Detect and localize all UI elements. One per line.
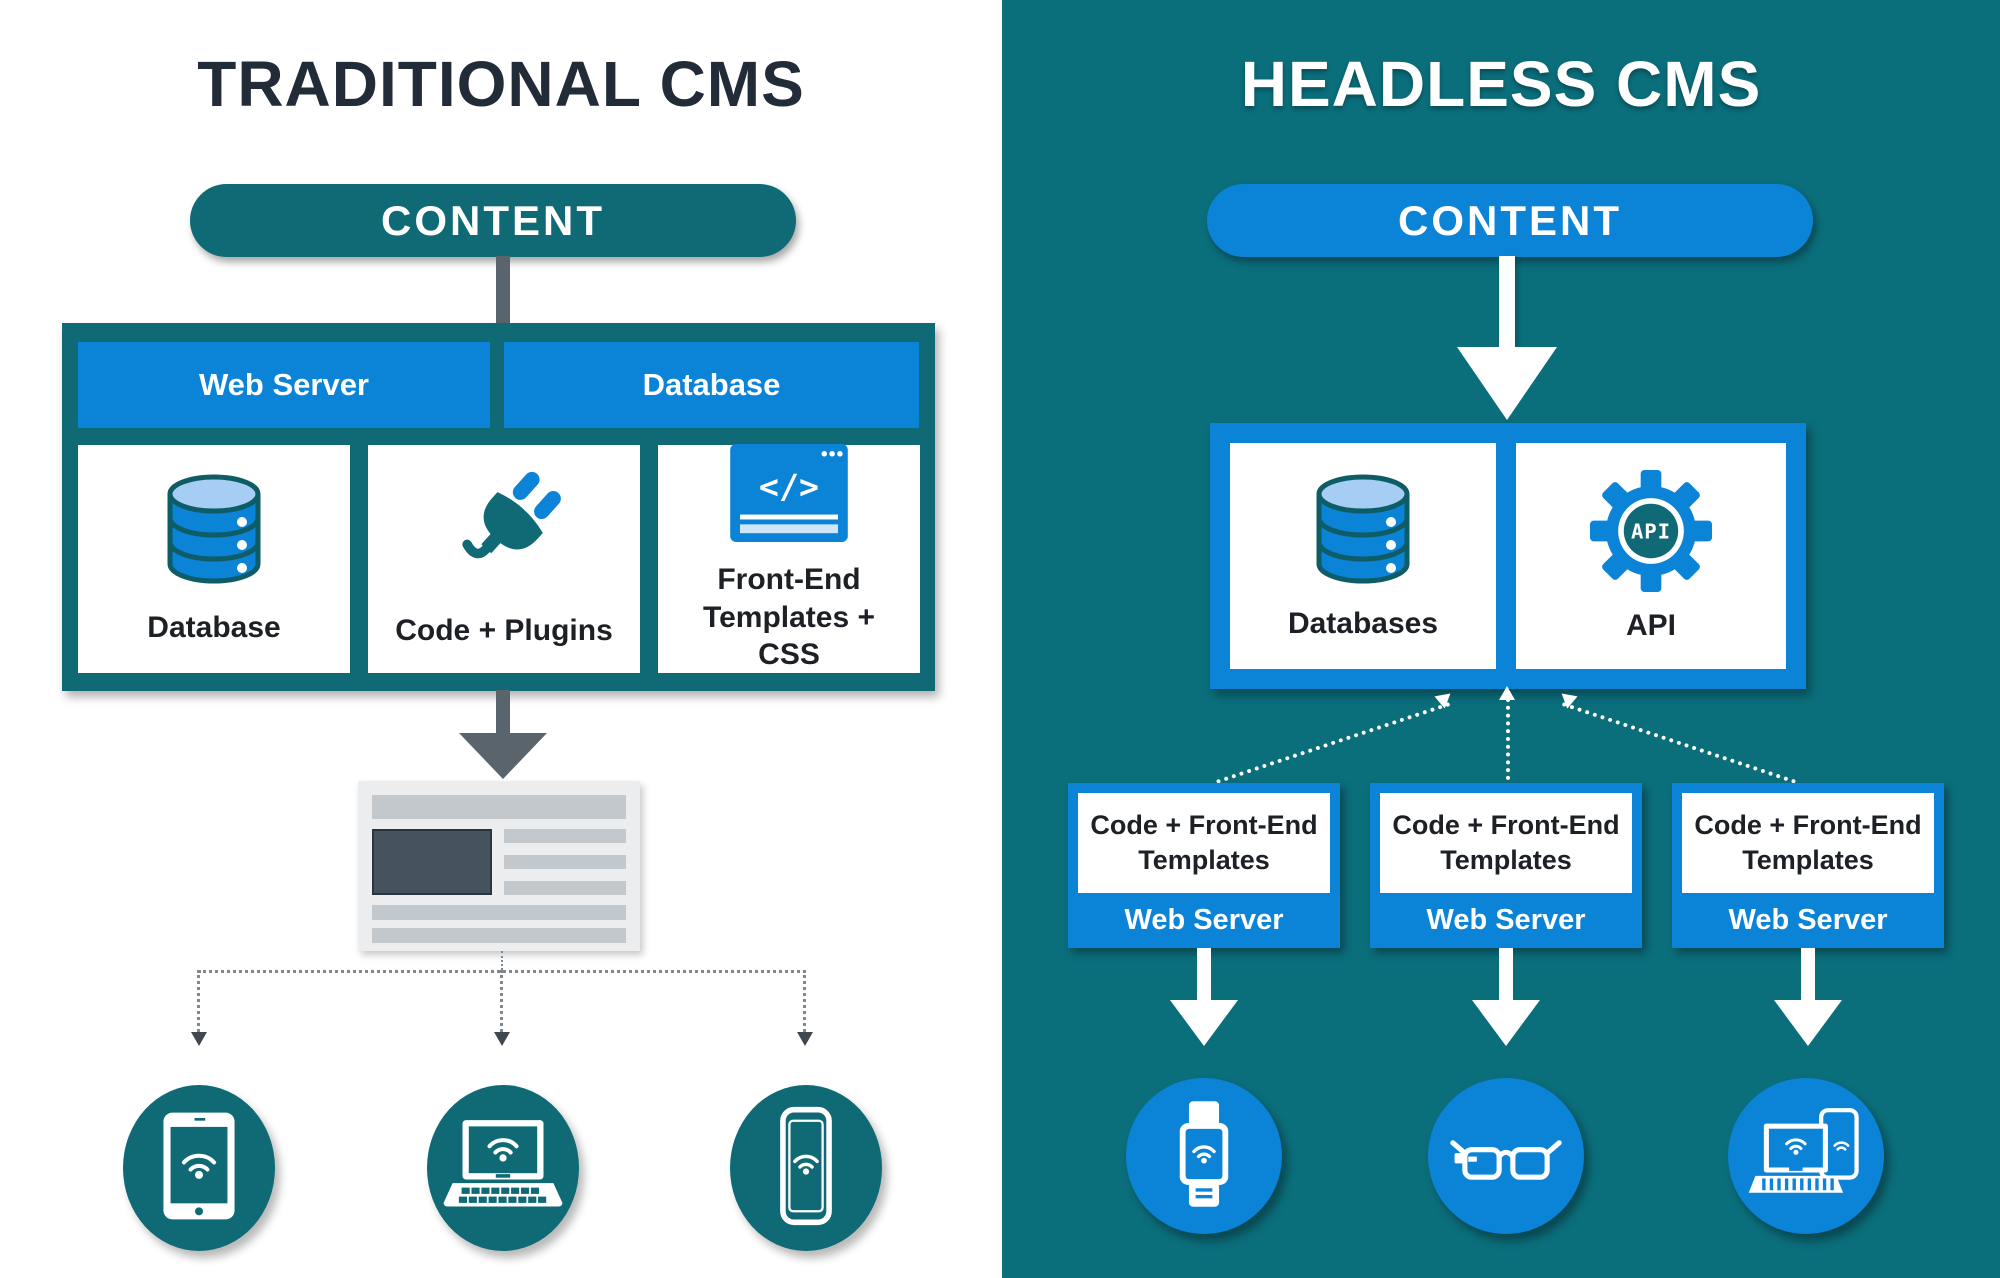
server-footer-label-2: Web Server [1426,904,1586,936]
traditional-stack: Web Server Database Database [62,323,935,691]
device-smart-glasses-bubble [1428,1078,1584,1234]
branch-drop-left [197,970,200,1032]
web-server-header-label: Web Server [198,367,369,402]
server-templates-label-3: Code + Front-End Templates [1694,809,1922,875]
headless-content-pill: CONTENT [1207,184,1813,257]
web-server-box-3: Code + Front-End Templates Web Server [1672,783,1944,948]
server-device-arrow-head-1 [1170,1000,1238,1046]
database-card: Database [78,445,350,673]
server-templates-area-1: Code + Front-End Templates [1078,793,1330,893]
plug-icon [442,469,566,598]
traditional-cms-title: TRADITIONAL CMS [197,48,805,120]
smartwatch-icon [1158,1098,1250,1215]
server-footer-label-3: Web Server [1728,904,1888,936]
device-smartwatch-bubble [1126,1078,1282,1234]
code-window-icon: </> [730,444,848,547]
device-tablet-bubble [123,1085,275,1251]
server-device-arrow-head-2 [1472,1000,1540,1046]
smart-glasses-icon [1446,1115,1566,1198]
server-footer-2: Web Server [1370,893,1642,948]
laptop-phone-icon [1747,1103,1865,1210]
smartphone-icon [773,1106,839,1231]
server-device-arrow-shaft-3 [1801,948,1815,1000]
branch-arrowhead-left [191,1032,207,1046]
database-header-label: Database [642,367,781,402]
api-link-center [1506,698,1510,780]
device-smartphone-bubble [730,1085,882,1251]
database-icon [161,472,267,595]
device-laptop-phone-bubble [1728,1078,1884,1234]
content-to-stack-connector [496,256,510,324]
traditional-content-pill: CONTENT [190,184,796,257]
frontend-templates-card-label: Front-End Templates + CSS [702,563,876,672]
api-gear-icon: API [1590,469,1712,597]
server-footer-label-1: Web Server [1124,904,1284,936]
code-plugins-card: Code + Plugins [368,445,640,673]
server-device-arrow-shaft-2 [1499,948,1513,1000]
server-templates-label-1: Code + Front-End Templates [1090,809,1318,875]
frontend-templates-card: </> Front-End Templates + CSS [658,444,920,673]
database-header: Database [504,342,919,428]
server-device-arrow-head-3 [1774,1000,1842,1046]
tablet-icon [159,1110,239,1227]
server-templates-area-2: Code + Front-End Templates [1380,793,1632,893]
stack-to-page-arrow-head [459,733,547,779]
database-card-label: Database [147,610,281,644]
branch-arrowhead-center [494,1032,510,1046]
databases-icon [1310,472,1416,595]
stack-to-page-arrow-shaft [496,690,510,734]
content-to-api-arrow-shaft [1499,256,1515,348]
api-link-center-arrowhead [1499,686,1515,700]
laptop-icon [440,1116,566,1221]
content-to-api-arrow-head [1457,347,1557,420]
traditional-content-label: CONTENT [381,196,605,244]
headless-cms-title: HEADLESS CMS [1240,48,1762,120]
web-server-box-1: Code + Front-End Templates Web Server [1068,783,1340,948]
device-laptop-bubble [427,1085,579,1251]
server-footer-3: Web Server [1672,893,1944,948]
branch-drop-center [500,970,503,1032]
web-server-header: Web Server [78,342,490,428]
web-server-box-2: Code + Front-End Templates Web Server [1370,783,1642,948]
page-to-branch-stub [501,951,503,970]
branch-drop-right [803,970,806,1032]
databases-card-label: Databases [1287,606,1439,640]
databases-card: Databases [1230,443,1496,669]
svg-text:</>: </> [759,467,819,506]
api-card-label: API [1625,608,1676,642]
server-footer-1: Web Server [1068,893,1340,948]
api-icon-badge: API [1631,519,1671,543]
branch-arrowhead-right [797,1032,813,1046]
page-image-placeholder [372,829,492,895]
api-card: API API [1516,443,1786,669]
code-plugins-card-label: Code + Plugins [395,613,613,647]
headless-content-label: CONTENT [1398,196,1622,244]
headless-stack: Databases [1210,423,1806,689]
server-templates-area-3: Code + Front-End Templates [1682,793,1934,893]
webpage-mockup [358,781,640,951]
server-templates-label-2: Code + Front-End Templates [1392,809,1620,875]
server-device-arrow-shaft-1 [1197,948,1211,1000]
